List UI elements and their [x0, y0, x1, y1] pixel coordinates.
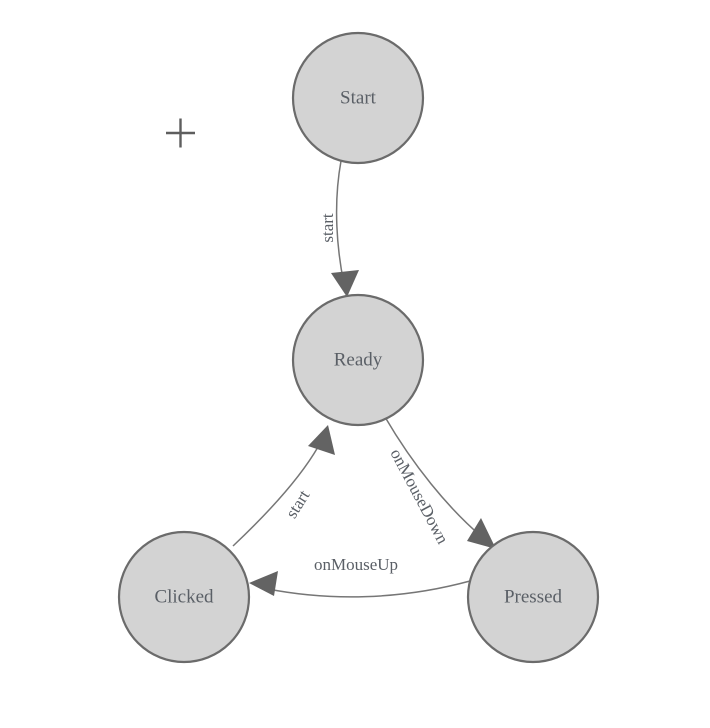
node-ready-circle[interactable] — [291, 293, 425, 427]
edge-start-to-ready-arrowhead — [331, 270, 359, 297]
node-ready[interactable]: Ready — [291, 293, 425, 427]
edge-clicked-to-ready-arrowhead — [308, 425, 335, 455]
edge-clicked-to-ready-label: start — [282, 486, 314, 521]
edge-ready-to-pressed[interactable]: onMouseDown — [384, 416, 496, 549]
node-pressed[interactable]: Pressed — [466, 530, 600, 664]
edge-pressed-to-clicked-line[interactable] — [267, 580, 471, 598]
edge-pressed-to-clicked-arrowhead — [249, 571, 278, 596]
node-clicked-circle[interactable] — [117, 530, 251, 664]
edge-ready-to-pressed-label: onMouseDown — [386, 446, 452, 548]
edge-ready-to-pressed-line[interactable] — [384, 416, 483, 538]
edge-pressed-to-clicked[interactable]: onMouseUp — [249, 555, 471, 598]
edge-clicked-to-ready[interactable]: start — [232, 425, 335, 547]
edge-pressed-to-clicked-label: onMouseUp — [314, 555, 398, 574]
edge-start-to-ready-line[interactable] — [335, 160, 345, 285]
crosshair-marker-icon — [166, 118, 195, 148]
edge-start-to-ready[interactable]: start — [318, 160, 359, 297]
node-start[interactable]: Start — [291, 31, 425, 165]
edge-start-to-ready-label: start — [318, 213, 337, 243]
node-layer: Start Ready Clicked Pressed — [117, 31, 600, 664]
edge-clicked-to-ready-line[interactable] — [232, 446, 319, 547]
node-clicked[interactable]: Clicked — [117, 530, 251, 664]
edge-ready-to-pressed-arrowhead — [467, 518, 496, 549]
node-pressed-circle[interactable] — [466, 530, 600, 664]
node-start-circle[interactable] — [291, 31, 425, 165]
